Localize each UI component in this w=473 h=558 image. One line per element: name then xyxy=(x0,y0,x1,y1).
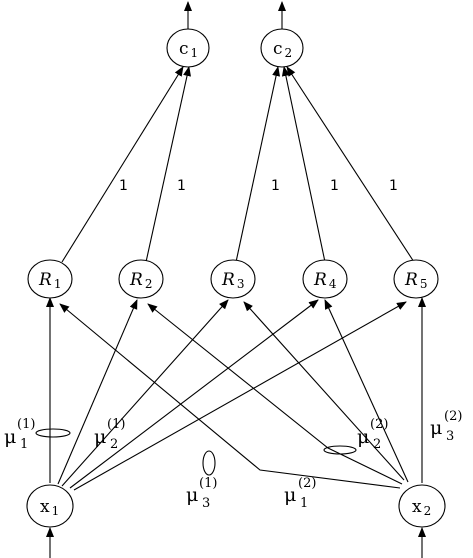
mu32-base: μ xyxy=(430,417,442,439)
mu22-base: μ xyxy=(357,426,369,448)
weight-R5-c2: 1 xyxy=(389,178,398,194)
node-x1-base: x xyxy=(40,497,50,517)
svg-text:R3: R3 xyxy=(221,270,244,291)
mu11-base: μ xyxy=(4,426,16,448)
mu31-base: μ xyxy=(186,484,198,506)
mu31-sup: (1) xyxy=(199,476,217,491)
svg-text:R2: R2 xyxy=(129,270,152,291)
mu12-sup: (2) xyxy=(298,476,316,491)
mu11-sup: (1) xyxy=(17,417,35,432)
node-x2-sub: 2 xyxy=(424,504,432,518)
node-c2-base: c xyxy=(273,39,283,59)
node-c1-base: c xyxy=(179,39,189,59)
mu32-sup: (2) xyxy=(444,409,462,424)
svg-text:R1: R1 xyxy=(38,270,61,291)
membership-mu31-marker xyxy=(202,450,216,476)
mu21-base: μ xyxy=(94,426,106,448)
node-x2-base: x xyxy=(412,497,422,517)
edge-x1-R2 xyxy=(57,299,138,485)
node-c2-sub: 2 xyxy=(285,46,293,60)
weight-R3-c2: 1 xyxy=(271,178,280,194)
membership-mu21-label: μ (1) 2 xyxy=(94,417,125,452)
mu32-sub: 3 xyxy=(446,429,454,444)
svg-text:R5: R5 xyxy=(404,270,427,291)
edge-x2-R3 xyxy=(243,301,405,481)
mu11-sub: 1 xyxy=(20,437,28,452)
node-R2-sub: 2 xyxy=(145,277,153,291)
membership-mu32-label: μ (2) 3 xyxy=(430,409,462,444)
svg-text:x1: x1 xyxy=(40,497,59,518)
node-R1-base: R xyxy=(38,270,52,290)
membership-mu22-label: μ (2) 2 xyxy=(357,417,388,452)
edge-x1-R3 xyxy=(61,299,229,487)
node-R5-base: R xyxy=(404,270,418,290)
edge-R2-c1 xyxy=(145,66,191,263)
svg-text:c1: c1 xyxy=(179,39,198,60)
weight-R4-c2: 1 xyxy=(330,178,339,194)
edge-R1-c1 xyxy=(61,66,184,263)
mu31-sub: 3 xyxy=(202,496,210,511)
weight-R1-c1: 1 xyxy=(119,178,128,194)
node-R5-sub: 5 xyxy=(420,277,428,291)
node-R3-base: R xyxy=(221,270,235,290)
edge-R4-c2 xyxy=(281,66,326,263)
edge-x2-R4 xyxy=(324,299,409,483)
mu22-sup: (2) xyxy=(370,417,388,432)
svg-text:x2: x2 xyxy=(412,497,431,518)
mu22-sub: 2 xyxy=(373,437,381,452)
mu12-sub: 1 xyxy=(300,496,308,511)
node-c1-sub: 1 xyxy=(191,46,199,60)
node-R1-sub: 1 xyxy=(54,277,62,291)
mu21-sub: 2 xyxy=(110,437,118,452)
membership-mu22-marker xyxy=(323,445,357,455)
node-R4-base: R xyxy=(313,270,327,290)
edge-x1-R5 xyxy=(73,301,407,491)
mu21-sup: (1) xyxy=(107,417,125,432)
edge-R3-c2 xyxy=(235,66,281,263)
node-x1-sub: 1 xyxy=(52,504,60,518)
edge-x2-R1 xyxy=(59,303,401,489)
node-R2-base: R xyxy=(129,270,143,290)
node-R3-sub: 3 xyxy=(237,277,245,291)
membership-mu31-label: μ (1) 3 xyxy=(186,476,217,511)
mu12-base: μ xyxy=(284,484,296,506)
edge-R5-c2 xyxy=(286,66,415,263)
membership-mu12-label: μ (2) 1 xyxy=(284,476,316,511)
svg-text:R4: R4 xyxy=(313,270,337,291)
node-R4-sub: 4 xyxy=(329,277,337,291)
weight-R2-c1: 1 xyxy=(177,178,186,194)
edge-x2-R2 xyxy=(147,303,403,485)
membership-mu11-marker xyxy=(35,428,71,438)
membership-mu11-label: μ (1) 1 xyxy=(4,417,35,452)
svg-text:c2: c2 xyxy=(273,39,292,60)
edge-x1-R4 xyxy=(69,299,319,489)
